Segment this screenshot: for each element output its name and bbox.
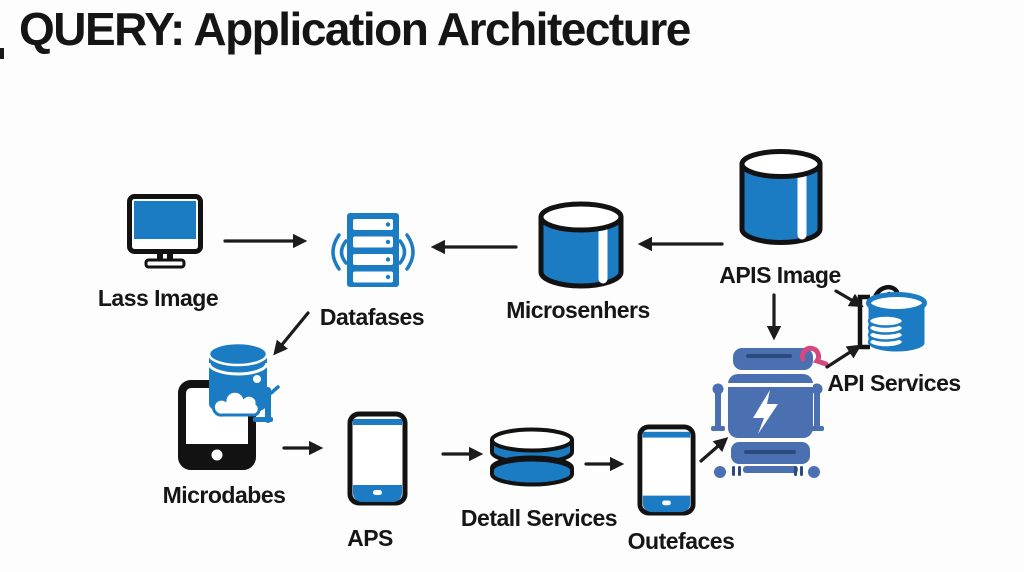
edge-artifact-mark — [0, 48, 4, 59]
tablet-cloud-database-icon — [175, 337, 281, 470]
smartphone-icon — [637, 424, 696, 516]
disc-stack-icon — [489, 427, 575, 487]
node-label: APS — [347, 525, 393, 551]
node-label: Lass Image — [97, 285, 219, 311]
page-title: QUERY: Application Architecture — [19, 3, 691, 55]
database-stack-icon — [850, 281, 927, 359]
desktop-monitor-icon — [127, 194, 203, 270]
node-label: Microdabes — [162, 482, 286, 508]
node-label: Outefaces — [627, 528, 735, 554]
database-cylinder-icon — [739, 149, 823, 247]
node-label: API Services — [827, 370, 961, 396]
power-machine-icon — [706, 342, 829, 482]
database-cylinder-icon — [538, 201, 624, 291]
node-label: Detall Services — [460, 505, 618, 531]
node-label: APIS Image — [719, 262, 841, 288]
node-label: Microsenhers — [506, 297, 650, 323]
server-rack-icon — [331, 211, 415, 289]
smartphone-icon — [347, 411, 408, 506]
node-label: Datafases — [319, 304, 425, 330]
